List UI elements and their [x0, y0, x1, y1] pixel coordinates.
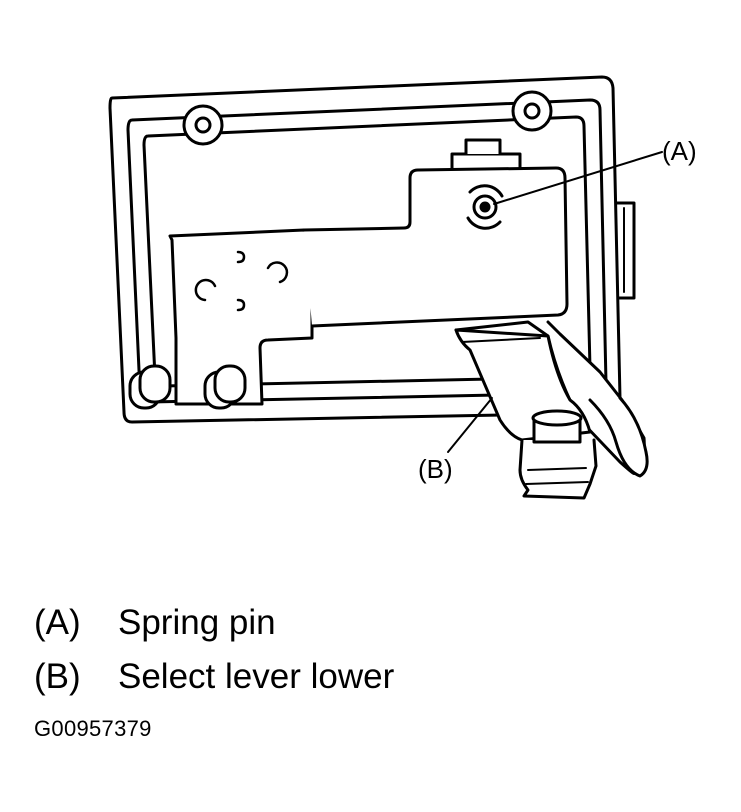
spring-pin — [466, 184, 504, 230]
bracket-upper-arm — [302, 166, 569, 328]
bottom-bolt-left — [128, 364, 172, 410]
legend-text-a: Spring pin — [118, 603, 276, 642]
legend-text-b: Select lever lower — [118, 657, 395, 696]
parts-legend: (A) Spring pin (B) Select lever lower — [34, 596, 714, 704]
leader-line-b — [447, 397, 493, 453]
legend-row-a: (A) Spring pin — [34, 596, 714, 650]
figure-code: G00957379 — [34, 716, 152, 741]
bottom-bolt-right — [203, 364, 247, 410]
lever-end-pin-cap — [531, 409, 583, 427]
legend-key-a: (A) — [34, 603, 81, 642]
lever-right-arm — [588, 396, 649, 478]
top-stud-cap — [464, 138, 502, 156]
lever-crease — [461, 337, 541, 343]
bracket-holes — [194, 250, 289, 312]
callout-label-b: (B) — [418, 454, 453, 484]
bolt-boss-top-left — [182, 104, 224, 146]
legend-key-b: (B) — [34, 657, 81, 696]
select-lever-diagram: (A) (B) — [108, 75, 697, 500]
lever-fork-slot — [525, 467, 589, 485]
legend-row-b: (B) Select lever lower — [34, 650, 714, 704]
callout-label-a: (A) — [662, 136, 697, 166]
leader-line-a — [493, 151, 663, 205]
bolt-boss-top-right — [511, 90, 553, 132]
